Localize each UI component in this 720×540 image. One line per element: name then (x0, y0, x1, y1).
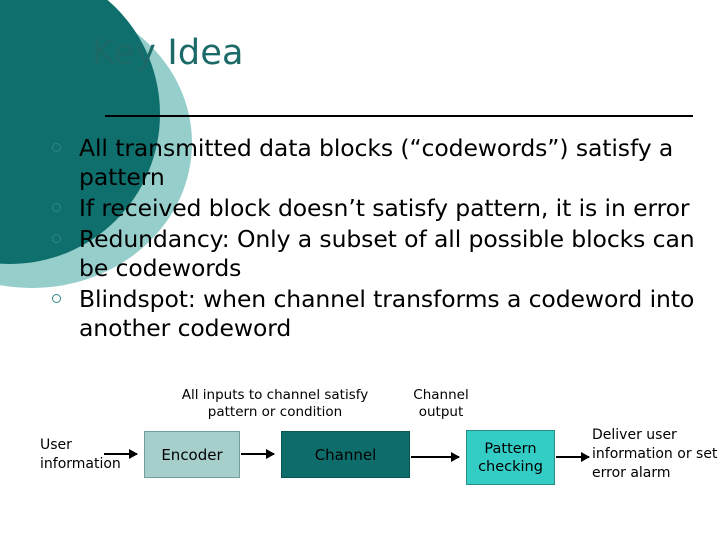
arrow-pattern-checking-to-deliver (556, 452, 590, 462)
diagram-label-deliver: Deliver user information or set error al… (592, 427, 718, 481)
bullet-circle-icon (52, 234, 61, 243)
diagram-box-encoder: Encoder (144, 431, 240, 478)
list-item-text: Blindspot: when channel transforms a cod… (79, 285, 695, 342)
arrow-user-to-encoder (104, 449, 138, 459)
diagram-label-channel-output: Channel output (413, 387, 469, 420)
list-item: All transmitted data blocks (“codewords”… (50, 134, 698, 192)
list-item: Redundancy: Only a subset of all possibl… (50, 225, 698, 283)
diagram-box-channel: Channel (281, 431, 410, 478)
arrow-encoder-to-channel (241, 449, 275, 459)
list-item-text: All transmitted data blocks (“codewords”… (79, 134, 674, 191)
diagram-label-user-information: User information (40, 437, 121, 472)
diagram-box-pattern-checking: Pattern checking (466, 430, 555, 485)
block-diagram: All inputs to channel satisfy pattern or… (0, 0, 720, 485)
list-item-text: Redundancy: Only a subset of all possibl… (79, 225, 695, 282)
bullet-list: All transmitted data blocks (“codewords”… (50, 134, 698, 345)
list-item-text: If received block doesn’t satisfy patter… (79, 194, 690, 222)
list-item: Blindspot: when channel transforms a cod… (50, 285, 698, 343)
diagram-label-all-inputs: All inputs to channel satisfy pattern or… (181, 387, 369, 420)
slide-title: Key Idea (92, 33, 244, 73)
list-item: If received block doesn’t satisfy patter… (50, 194, 698, 223)
bullet-circle-icon (52, 294, 61, 303)
title-divider (105, 115, 693, 117)
bullet-circle-icon (52, 143, 61, 152)
bullet-circle-icon (52, 203, 61, 212)
arrow-channel-to-pattern-checking (411, 452, 460, 462)
